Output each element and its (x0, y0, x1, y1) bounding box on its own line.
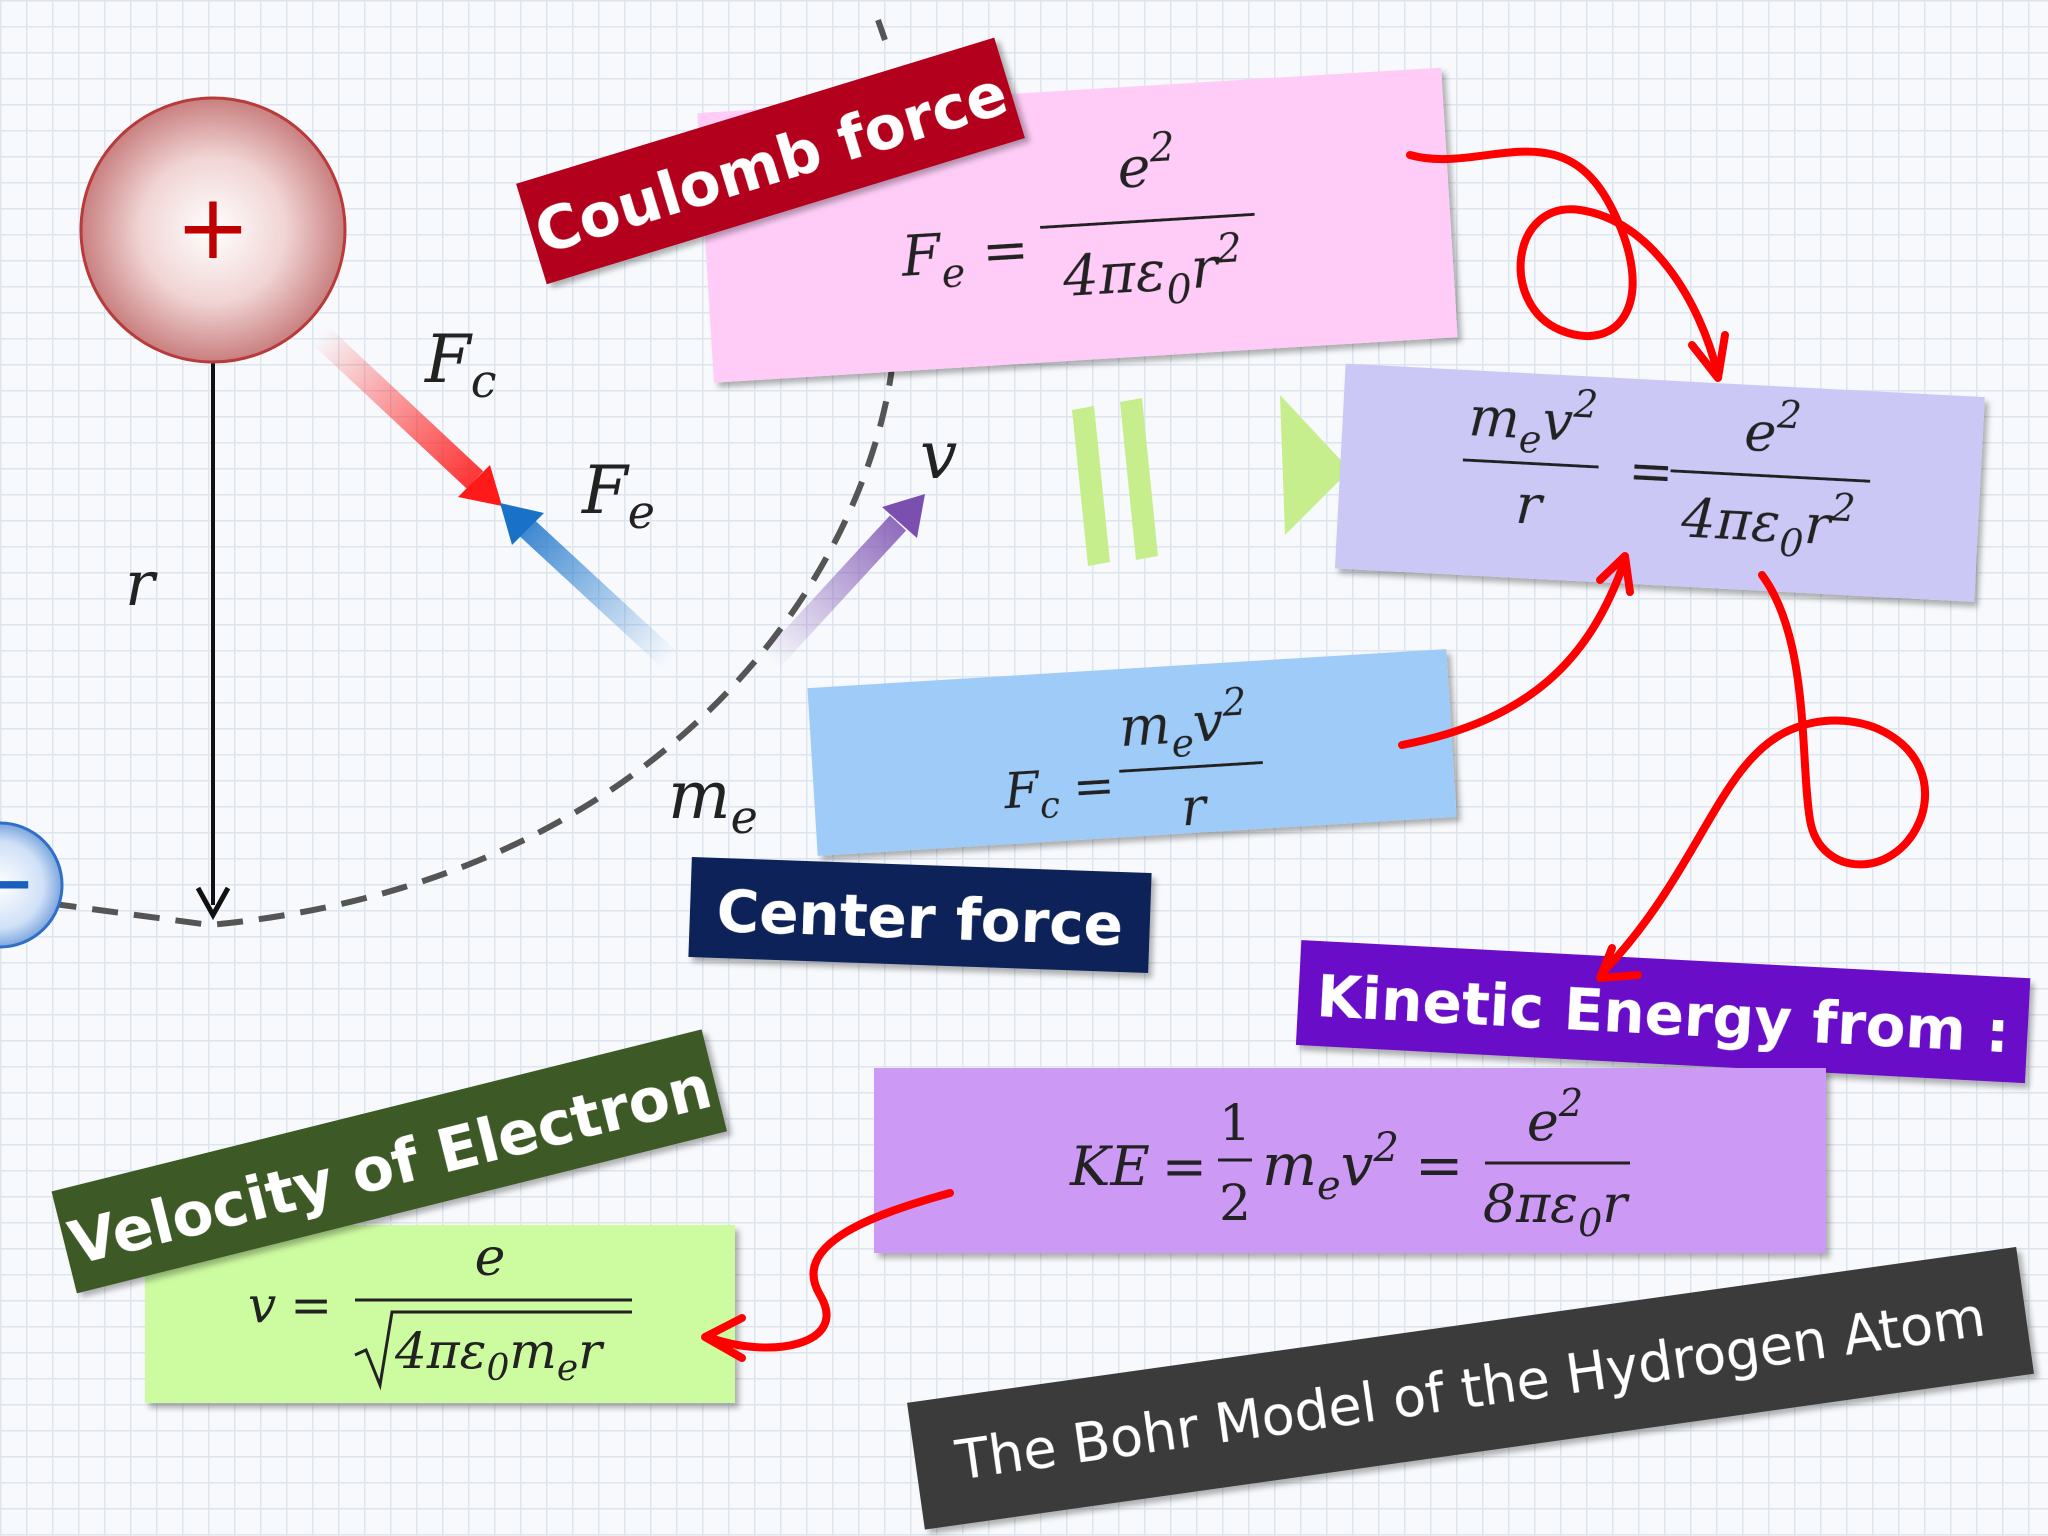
svg-text:4πε0mer: 4πε0mer (394, 1322, 605, 1389)
center-equation-box: Fc= mev2 r (807, 649, 1457, 856)
kinetic-equation-box: KE= 1 2 mev2= e2 8πε0r (874, 1068, 1826, 1253)
svg-text:e2: e2 (1743, 391, 1803, 466)
red-arrowhead-kinetic (1596, 944, 1642, 982)
svg-text:2: 2 (1219, 1174, 1251, 1232)
svg-text:4πε0r2: 4πε0r2 (1060, 225, 1246, 320)
svg-text:e2: e2 (1115, 124, 1178, 201)
radius-symbol: r (125, 547, 158, 620)
svg-text:e2: e2 (1527, 1081, 1583, 1153)
red-arrows (701, 147, 1929, 1362)
implies-triangle (1280, 395, 1350, 535)
v-symbol: v (920, 417, 957, 494)
nucleus-circle (79, 96, 347, 364)
red-arrow-balance-to-kinetic (1601, 571, 1929, 974)
balance-equation-box: mev2 r = e2 4πε0r2 (1334, 363, 1985, 602)
fe-arrow-head (500, 503, 544, 545)
electron-circle (0, 821, 64, 949)
v-arrow-shaft (761, 515, 907, 670)
svg-text:1: 1 (1219, 1094, 1251, 1152)
me-symbol: me (668, 757, 758, 844)
nucleus-sign: + (175, 175, 250, 280)
red-arrow-coulomb-to-balance (1406, 147, 1722, 379)
red-arrowhead-velocity (701, 1314, 746, 1362)
fc-arrow-shaft (311, 326, 484, 489)
fe-symbol: Fe (581, 452, 655, 539)
red-arrowhead-balance-top (1688, 331, 1729, 382)
svg-text:=: = (1627, 439, 1675, 504)
svg-text:e: e (475, 1228, 506, 1288)
kinetic-energy-label: Kinetic Energy from : (1295, 940, 2031, 1084)
fc-arrow-head (458, 465, 502, 506)
svg-text:mev2: mev2 (1467, 376, 1600, 465)
red-arrow-center-to-balance (1398, 556, 1629, 749)
electron-sign: − (0, 847, 35, 921)
svg-text:mev2=: mev2= (1262, 1125, 1464, 1209)
svg-text:Fc=: Fc= (1001, 756, 1117, 830)
equals-sign-bar-left (1072, 406, 1110, 566)
fc-symbol: Fc (424, 321, 497, 408)
svg-text:Fe=: Fe= (899, 217, 1032, 300)
v-arrow-head (882, 494, 925, 538)
radius-arrowhead (195, 886, 231, 921)
title-banner: The Bohr Model of the Hydrogen Atom (907, 1246, 2034, 1530)
orbit-path (9, 19, 896, 929)
svg-text:8πε0r: 8πε0r (1483, 1175, 1630, 1245)
svg-text:KE=: KE= (1069, 1135, 1207, 1198)
velocity-equation-box: v= e 4πε0mer (145, 1225, 735, 1403)
equals-sign-bar-right (1120, 398, 1158, 560)
center-force-label: Center force (688, 857, 1152, 973)
red-arrowhead-balance-bottom (1596, 552, 1634, 596)
svg-text:mev2: mev2 (1117, 679, 1250, 769)
red-arrow-kinetic-to-velocity (704, 1189, 954, 1352)
svg-text:Center force: Center force (716, 877, 1125, 959)
svg-text:v=: v= (248, 1276, 332, 1334)
fe-arrow-shaft (519, 519, 680, 671)
